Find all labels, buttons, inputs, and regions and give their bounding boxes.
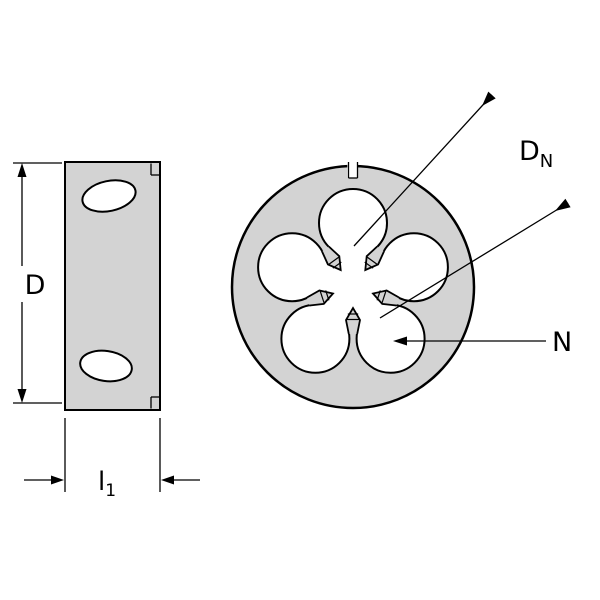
l1-arrow-left-icon [161,475,174,485]
thread-serrations [319,256,387,321]
adjustment-slit [347,160,359,179]
dn-arrow-1-icon [482,91,496,106]
leader-die-designation: N [393,327,572,358]
chip-hole-side-bottom [79,349,133,383]
dimension-outer-diameter: D [13,162,62,404]
dn-label: DN [519,136,553,172]
d-arrow-up-icon [17,163,27,177]
leader-nominal-diameter: DN [353,91,571,319]
d-arrow-down-icon [17,389,27,403]
d-label-mask [18,266,48,302]
dn-arrow-2-icon [555,198,571,211]
dimension-thickness: l1 [24,418,200,501]
dn-leader-line-2 [379,202,569,319]
l1-label-subscript: 1 [105,481,116,501]
n-arrow-icon [393,336,407,346]
slit-side-marks [150,163,159,409]
cutting-tooth-upper-right [364,245,385,272]
die-side-view [64,161,161,411]
die-front-view [230,160,476,410]
n-label: N [552,327,572,358]
l1-label-base: l [98,467,105,497]
chip-hole-side-top [81,179,137,213]
dn-label-base: D [519,136,540,167]
l1-label: l1 [98,467,116,501]
cutting-tooth-upper-left [321,245,342,272]
dn-leader-line-1 [353,94,493,247]
l1-arrow-right-icon [51,475,64,485]
d-label: D [25,270,46,301]
dn-label-subscript: N [540,151,553,172]
